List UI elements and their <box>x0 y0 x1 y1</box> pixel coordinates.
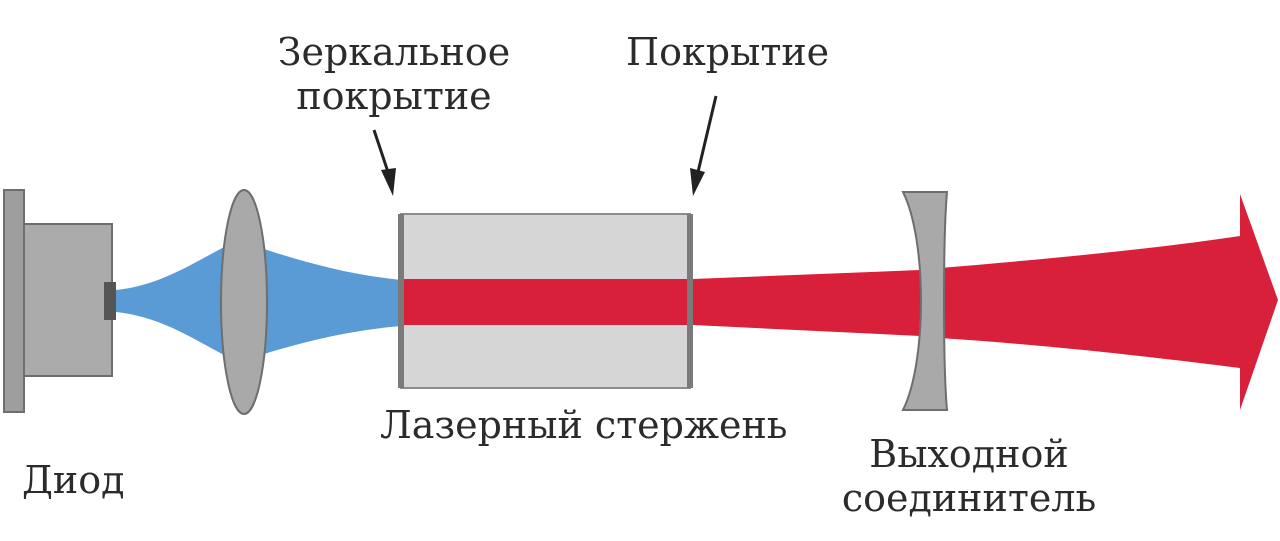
mirror-coating-label-line2: покрытие <box>296 74 492 118</box>
mirror-coating-label-line1: Зеркальное <box>277 30 511 74</box>
diode-body <box>23 223 113 377</box>
laser-beam-in-rod <box>404 279 687 325</box>
coating-label: Покрытие <box>626 30 830 74</box>
output-coupler-mirror <box>901 191 949 411</box>
output-beam-arrow <box>940 194 1278 410</box>
diode-mount-plate <box>3 189 25 413</box>
output-coupler-label: Выходной соединитель <box>836 432 1102 520</box>
diode-emitter <box>104 282 116 320</box>
coating-arrow-line <box>696 95 718 173</box>
coating-arrow-head <box>690 168 705 196</box>
laser-rod-label: Лазерный стержень <box>380 403 788 447</box>
mirror-coating-label: Зеркальное покрытие <box>272 30 516 118</box>
output-coupler-label-line2: соединитель <box>841 476 1097 520</box>
coating-face <box>687 214 693 388</box>
pump-beam-diverging <box>116 240 238 362</box>
laser-beam-to-coupler <box>693 270 920 336</box>
mirror-coating-face <box>398 214 404 388</box>
focusing-lens <box>220 189 268 415</box>
mirror-coating-arrow-line <box>372 129 391 176</box>
pump-beam-converging <box>238 240 402 362</box>
mirror-coating-arrow-head <box>381 168 396 196</box>
diode-label: Диод <box>22 458 125 502</box>
output-coupler-label-line1: Выходной <box>869 432 1069 476</box>
